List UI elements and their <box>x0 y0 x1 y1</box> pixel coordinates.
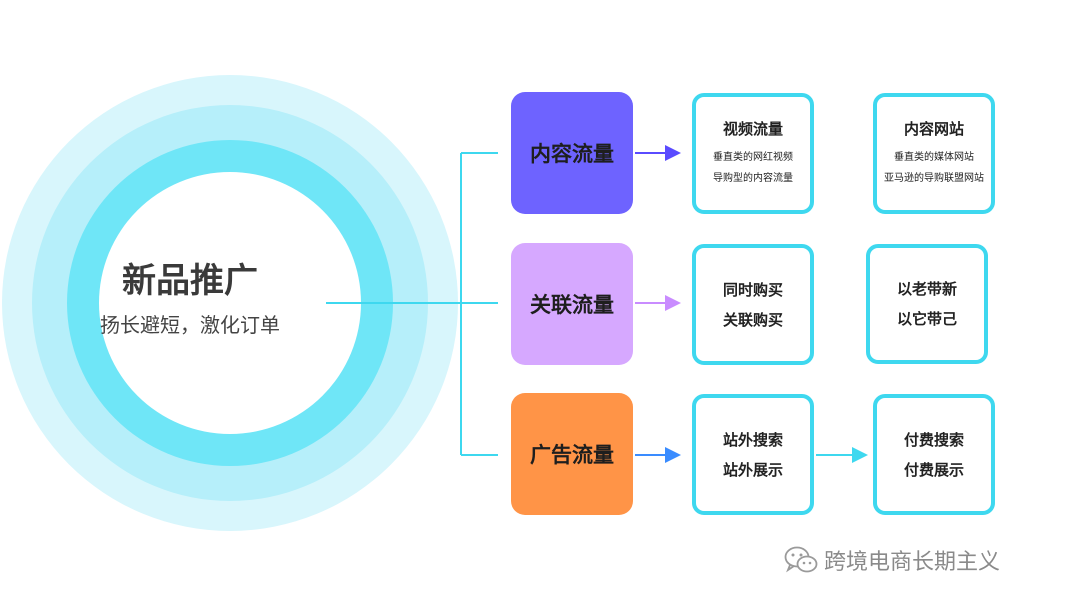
box-content-sites: 内容网站 垂直类的媒体网站 亚马逊的导购联盟网站 <box>873 93 995 214</box>
category-label: 广告流量 <box>530 443 614 467</box>
box-offsite: 站外搜索 站外展示 <box>692 394 814 515</box>
box-title: 内容网站 <box>903 120 964 138</box>
center-circle <box>99 172 361 434</box>
category-label: 关联流量 <box>530 293 614 317</box>
box-related-purchase: 同时购买 关联购买 <box>692 244 814 365</box>
wechat-icon <box>784 546 818 573</box>
box-line: 导购型的内容流量 <box>713 173 793 184</box>
box-line: 关联购买 <box>722 310 783 329</box>
box-video-traffic: 视频流量 垂直类的网红视频 导购型的内容流量 <box>692 93 814 214</box>
box-title: 视频流量 <box>722 120 783 138</box>
category-ad-traffic: 广告流量 <box>511 393 633 515</box>
box-old-brings-new: 以老带新 以它带己 <box>866 244 988 364</box>
center-subtitle: 扬长避短，激化订单 <box>100 313 280 337</box>
box-line: 以老带新 <box>896 280 957 298</box>
box-line: 垂直类的媒体网站 <box>894 152 974 163</box>
box-line: 亚马逊的导购联盟网站 <box>884 173 984 184</box>
category-content-traffic: 内容流量 <box>511 92 633 214</box>
box-line: 付费展示 <box>903 460 964 479</box>
box-line: 站外搜索 <box>722 430 783 449</box>
center-title: 新品推广 <box>122 261 258 301</box>
box-line: 同时购买 <box>722 280 783 299</box>
box-line: 站外展示 <box>722 460 783 479</box>
box-line: 付费搜索 <box>903 430 964 449</box>
category-related-traffic: 关联流量 <box>511 243 633 365</box>
box-paid: 付费搜索 付费展示 <box>873 394 995 515</box>
category-label: 内容流量 <box>530 142 614 166</box>
box-line: 垂直类的网红视频 <box>713 152 793 163</box>
box-line: 以它带己 <box>896 310 957 328</box>
watermark: 跨境电商长期主义 <box>784 543 1000 577</box>
watermark-text: 跨境电商长期主义 <box>824 550 1001 575</box>
